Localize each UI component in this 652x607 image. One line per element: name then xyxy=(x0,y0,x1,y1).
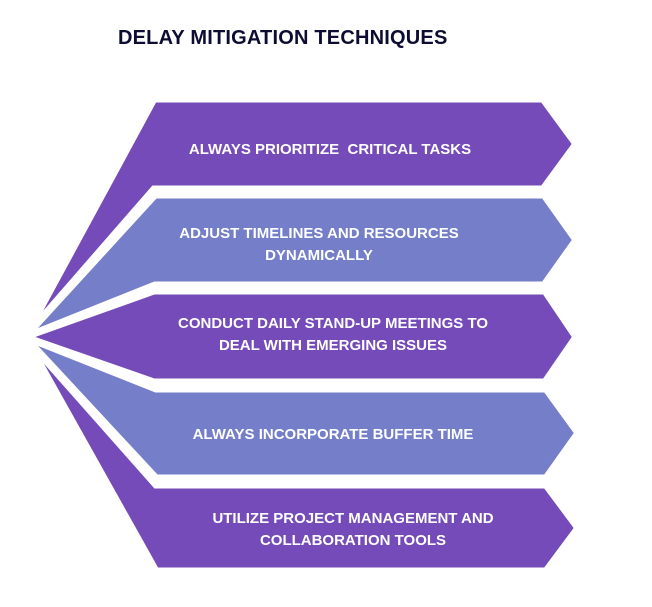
item-label-3: CONDUCT DAILY STAND-UP MEETINGS TO DEAL … xyxy=(177,315,489,354)
item-label-2: ADJUST TIMELINES AND RESOURCES DYNAMICAL… xyxy=(179,225,459,264)
item-shape-3 xyxy=(14,287,581,386)
item-label-4: ALWAYS INCORPORATE BUFFER TIME xyxy=(192,426,474,443)
diagram-title: DELAY MITIGATION TECHNIQUES xyxy=(118,27,448,49)
item-label-1: ALWAYS PRIORITIZE CRITICAL TASKS xyxy=(188,141,472,158)
item-label-5: UTILIZE PROJECT MANAGEMENT AND COLLABORA… xyxy=(212,510,494,549)
